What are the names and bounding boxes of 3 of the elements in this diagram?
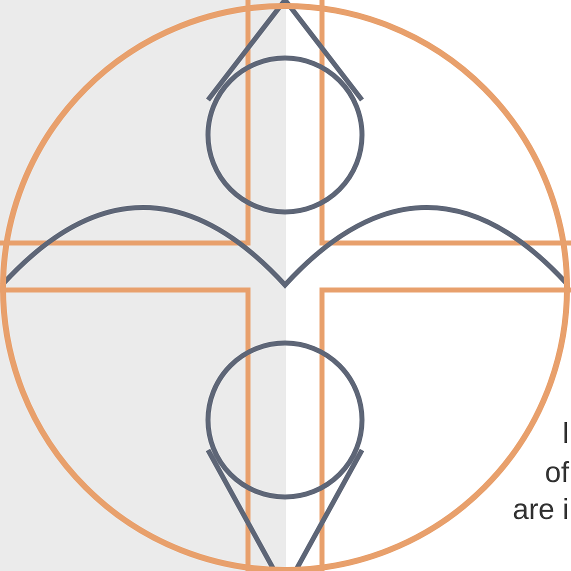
note-text: l [562, 420, 569, 449]
note-text: of [544, 459, 569, 488]
note-text: are i [512, 496, 569, 525]
